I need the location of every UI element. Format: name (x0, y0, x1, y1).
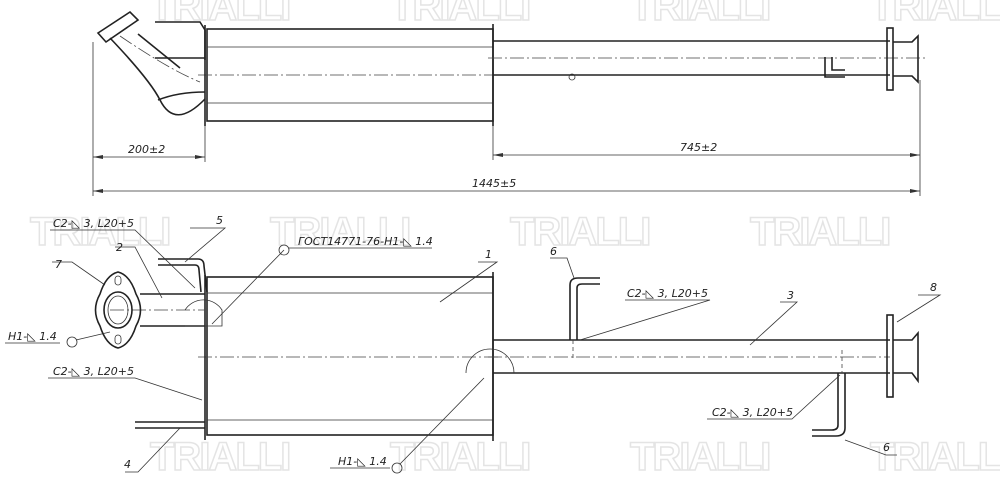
weld-note: C2-◺ 3, L20+5 (712, 406, 793, 419)
watermark: TRIALLI (150, 435, 289, 479)
dimension-lines (92, 42, 921, 196)
watermark: TRIALLI (630, 435, 769, 479)
hanger-6-top (569, 277, 600, 340)
watermark: TRIALLI (390, 0, 529, 29)
part-number-6: 6 (550, 245, 557, 258)
watermark: TRIALLI (630, 0, 769, 29)
watermark: TRIALLI (30, 210, 169, 254)
weld-note: Н1-◺ 1.4 (338, 455, 387, 468)
watermarks: TRIALLI TRIALLI TRIALLI TRIALLI TRIALLI … (29, 0, 1000, 480)
inlet-flange (96, 10, 140, 44)
watermark: TRIALLI (750, 210, 889, 254)
inlet-hangers (155, 21, 206, 60)
leader-lines (5, 227, 942, 474)
part-number-3: 3 (787, 289, 794, 302)
part-number-7: 7 (55, 258, 62, 271)
part-number-8: 8 (930, 281, 937, 294)
hanger-4 (135, 421, 205, 429)
watermark: TRIALLI (270, 210, 409, 254)
watermark: TRIALLI (870, 435, 1000, 479)
part-number-5: 5 (216, 214, 223, 227)
muffler-body (206, 276, 494, 436)
watermark: TRIALLI (870, 0, 1000, 29)
side-view-labels: 1 2 3 4 5 6 6 7 8 C2-◺ 3, L20+5 C2-◺ 3, … (8, 214, 937, 471)
inlet-flange (94, 271, 142, 349)
top-view: 200±2 745±2 1445±5 (92, 10, 925, 196)
part-number-2: 2 (116, 241, 123, 254)
weld-note: C2-◺ 3, L20+5 (53, 217, 134, 230)
dimension-outlet-length: 745±2 (680, 141, 717, 154)
watermark: TRIALLI (150, 0, 289, 29)
hanger-6-bottom (812, 373, 846, 437)
outlet-hanger (824, 57, 845, 78)
weld-note: C2-◺ 3, L20+5 (627, 287, 708, 300)
outlet-cone (893, 34, 919, 84)
dimension-overall-length: 1445±5 (472, 177, 516, 190)
outlet-flange (886, 314, 894, 398)
outlet-flange (886, 27, 894, 91)
part-number-4: 4 (124, 458, 131, 471)
watermark: TRIALLI (390, 435, 529, 479)
dimension-inlet-length: 200±2 (128, 143, 165, 156)
part-number-1: 1 (485, 248, 492, 261)
hanger-5 (158, 258, 208, 293)
weld-note: C2-◺ 3, L20+5 (53, 365, 134, 378)
watermark: TRIALLI (510, 210, 649, 254)
side-view (94, 258, 919, 441)
outlet-cone (893, 330, 919, 384)
weld-note-gost: ГОСТ14771-76-Н1-◺ 1.4 (298, 235, 433, 248)
weld-note: Н1-◺ 1.4 (8, 330, 57, 343)
part-number-6: 6 (883, 441, 890, 454)
